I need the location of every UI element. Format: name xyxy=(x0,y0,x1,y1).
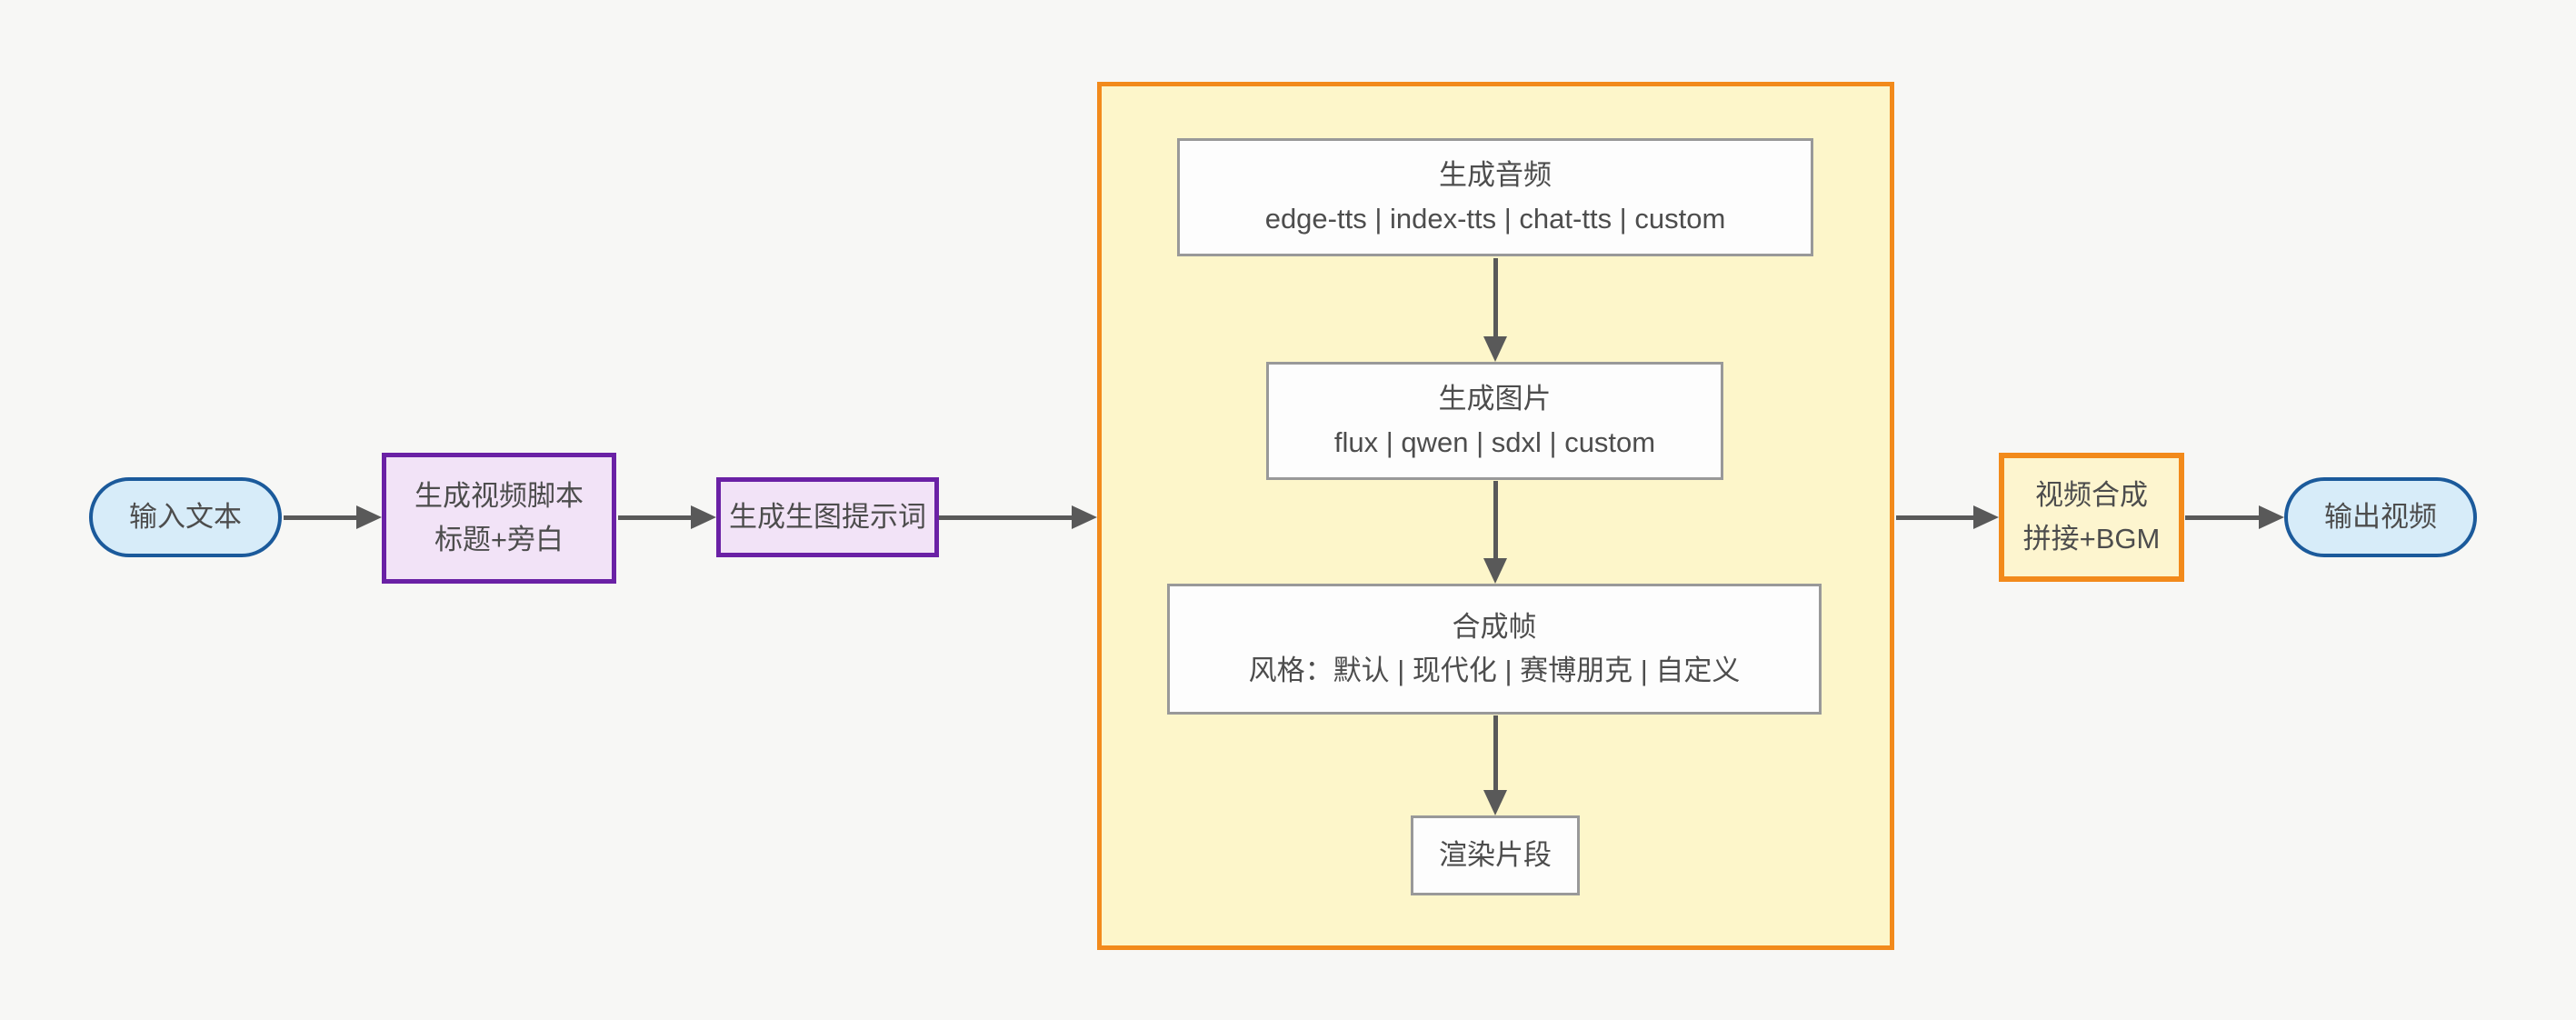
node-video-compose: 视频合成 拼接+BGM xyxy=(1999,453,2184,582)
edge-subgraph-to-compose xyxy=(1896,505,1999,529)
edge-line xyxy=(1493,258,1498,336)
arrowhead-down-icon xyxy=(1483,790,1507,815)
edge-line xyxy=(939,515,1072,520)
node-render-clip-label: 渲染片段 xyxy=(1439,839,1552,871)
arrowhead-right-icon xyxy=(2259,505,2284,529)
edge-line xyxy=(618,515,691,520)
node-generate-audio-line2: edge-tts | index-tts | chat-tts | custom xyxy=(1264,203,1726,235)
node-generate-script: 生成视频脚本 标题+旁白 xyxy=(382,453,616,584)
node-output-video-label: 输出视频 xyxy=(2324,501,2437,533)
node-compose-frame-line2: 风格：默认 | 现代化 | 赛博朋克 | 自定义 xyxy=(1248,655,1741,686)
edge-line xyxy=(1493,715,1498,790)
node-generate-audio-line1: 生成音频 xyxy=(1439,159,1552,191)
node-video-compose-line2: 拼接+BGM xyxy=(2022,523,2161,555)
node-generate-audio: 生成音频 edge-tts | index-tts | chat-tts | c… xyxy=(1177,138,1813,256)
node-generate-image-prompt: 生成生图提示词 xyxy=(716,477,939,557)
node-generate-script-line1: 生成视频脚本 xyxy=(414,480,584,512)
arrowhead-right-icon xyxy=(1973,505,1999,529)
arrowhead-down-icon xyxy=(1483,558,1507,584)
arrowhead-right-icon xyxy=(1072,505,1097,529)
node-generate-image-line1: 生成图片 xyxy=(1438,383,1552,415)
node-compose-frame-line1: 合成帧 xyxy=(1452,611,1537,643)
arrowhead-right-icon xyxy=(691,505,716,529)
edge-frame-to-render xyxy=(1483,715,1507,815)
edge-audio-to-image xyxy=(1483,258,1507,362)
arrowhead-right-icon xyxy=(356,505,382,529)
edge-prompt-to-subgraph xyxy=(939,505,1097,529)
edge-image-to-frame xyxy=(1483,481,1507,584)
edge-line xyxy=(2185,515,2259,520)
node-output-video: 输出视频 xyxy=(2284,477,2477,557)
node-compose-frame: 合成帧 风格：默认 | 现代化 | 赛博朋克 | 自定义 xyxy=(1167,584,1822,715)
node-input-text-label: 输入文本 xyxy=(129,501,242,533)
arrowhead-down-icon xyxy=(1483,336,1507,362)
edge-line xyxy=(1493,481,1498,558)
node-input-text: 输入文本 xyxy=(89,477,282,557)
edge-line xyxy=(1896,515,1973,520)
node-generate-script-line2: 标题+旁白 xyxy=(434,524,564,555)
edge-input-to-script xyxy=(284,505,382,529)
edge-line xyxy=(284,515,356,520)
node-video-compose-line1: 视频合成 xyxy=(2035,479,2148,511)
node-generate-image: 生成图片 flux | qwen | sdxl | custom xyxy=(1266,362,1723,480)
node-generate-image-line2: flux | qwen | sdxl | custom xyxy=(1333,426,1656,458)
edge-compose-to-output xyxy=(2185,505,2284,529)
node-render-clip: 渲染片段 xyxy=(1411,815,1580,895)
edge-script-to-prompt xyxy=(618,505,716,529)
node-generate-image-prompt-label: 生成生图提示词 xyxy=(729,501,926,533)
